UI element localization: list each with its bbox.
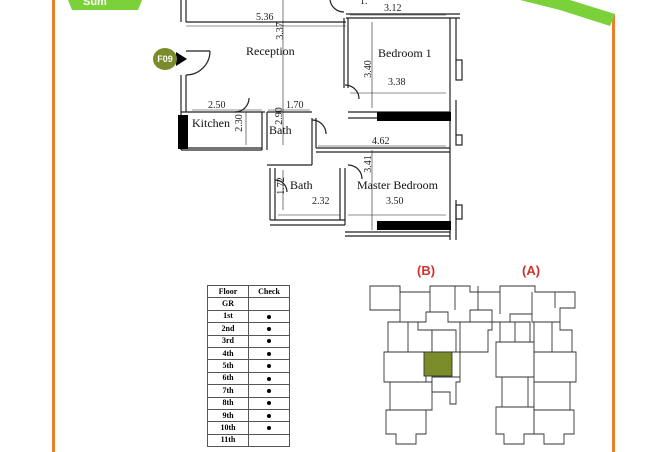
ribbon-shape [520, 0, 615, 26]
dim-label: 5.36 [256, 12, 274, 23]
building-label-a: (A) [522, 263, 541, 278]
table-row: 7th [207, 384, 290, 398]
table-header-floor: Floor [207, 284, 249, 299]
check-cell [248, 359, 290, 373]
dim-label: 3.12 [384, 3, 402, 14]
dim-label: 2.50 [208, 100, 226, 111]
dim-label: 3.38 [388, 77, 406, 88]
floor-cell: 10th [207, 421, 249, 435]
dim-label: 3.37 [274, 22, 286, 40]
room-bath2: Bath [290, 178, 313, 192]
table-row: 9th [207, 408, 290, 423]
room-bath1: Bath [269, 123, 292, 137]
dim-label: 1.70 [286, 100, 304, 111]
table-row: GR [207, 297, 290, 311]
table-row: 10th [207, 421, 290, 435]
table-header-check: Check [248, 284, 290, 299]
check-cell [248, 334, 290, 348]
floor-cell: 6th [207, 371, 249, 386]
building-label-b: (B) [417, 263, 436, 278]
table-row: 11th [207, 433, 290, 448]
header-tag-shape [68, 0, 142, 10]
check-cell [248, 322, 290, 336]
table-row: 2nd [207, 322, 290, 336]
frame-left-border [52, 0, 55, 452]
floor-cell: 11th [207, 433, 249, 448]
header-tag-text: Sum [83, 0, 107, 8]
dim-label: 2.90 [273, 107, 285, 125]
table-row: 6th [207, 371, 290, 386]
dim-label: 2.32 [312, 196, 330, 207]
check-dot-icon [267, 327, 271, 332]
table-row: 1st [207, 309, 290, 324]
check-dot-icon [267, 388, 271, 393]
room-reception: Reception [246, 44, 295, 58]
room-bedroom1: Bedroom 1 [378, 46, 432, 60]
check-cell [248, 384, 290, 398]
floor-cell: 3rd [207, 334, 249, 348]
floor-cell: 4th [207, 346, 249, 361]
floor-cell: 7th [207, 384, 249, 398]
floor-cell: 1st [207, 309, 249, 324]
check-cell [248, 309, 290, 324]
room-kitchen: Kitchen [192, 116, 230, 130]
check-cell [248, 297, 290, 311]
check-cell [248, 433, 290, 448]
dim-label: 3.50 [386, 196, 404, 207]
table-row: 4th [207, 346, 290, 361]
check-dot-icon [267, 413, 271, 418]
table-row: 3rd [207, 334, 290, 348]
frame-right-border [612, 14, 615, 452]
unit-badge: F09 [153, 48, 177, 70]
table-row: 8th [207, 396, 290, 410]
dim-label: 3.41 [362, 155, 374, 173]
floor-check-table: Floor Check GR 1st 2nd 3rd 4th 5th 6th 7… [207, 284, 290, 448]
floor-cell: 5th [207, 359, 249, 373]
check-cell [248, 396, 290, 410]
check-cell [248, 371, 290, 386]
floor-cell: 2nd [207, 322, 249, 336]
room-master-bedroom: Master Bedroom [357, 178, 438, 192]
check-dot-icon [267, 314, 271, 319]
check-dot-icon [267, 376, 271, 381]
dim-label: 4.62 [372, 136, 390, 147]
check-dot-icon [267, 426, 271, 431]
dim-label: 2.30 [233, 114, 245, 132]
check-dot-icon [267, 339, 271, 344]
floor-cell: GR [207, 297, 249, 311]
check-dot-icon [267, 351, 271, 356]
building-key-plan [369, 285, 577, 445]
floor-cell: 9th [207, 408, 249, 423]
check-cell [248, 408, 290, 423]
check-dot-icon [267, 364, 271, 369]
dim-label: 1. [360, 0, 368, 7]
check-cell [248, 346, 290, 361]
table-row: 5th [207, 359, 290, 373]
dim-label: 1.72 [275, 177, 287, 195]
check-dot-icon [267, 401, 271, 406]
check-cell [248, 421, 290, 435]
dim-label: 3.40 [362, 60, 374, 78]
floor-plan [176, 0, 463, 240]
highlighted-unit [423, 351, 453, 377]
floor-cell: 8th [207, 396, 249, 410]
